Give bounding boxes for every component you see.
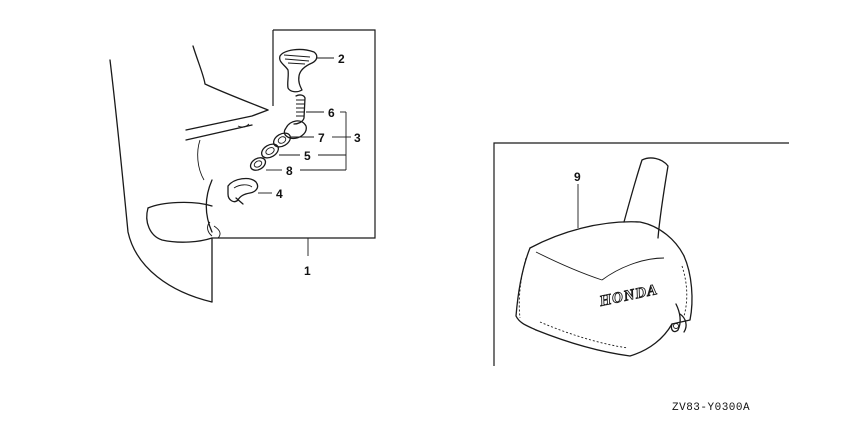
callout-3: 3 [354, 131, 361, 145]
drawing-code: ZV83-Y0300A [672, 402, 750, 414]
cover-brand-logo: HONDA [597, 282, 659, 310]
callout-5: 5 [304, 149, 311, 163]
assembly-1-frame [212, 29, 376, 239]
collar-part [272, 132, 292, 148]
callout-1: 1 [304, 264, 311, 278]
motor-cover-part [515, 157, 693, 357]
o-ring-part [249, 157, 267, 171]
group-3-bracket [300, 111, 351, 171]
callout-9: 9 [574, 170, 581, 184]
grip-handle-part [279, 48, 318, 93]
callout-4: 4 [276, 187, 283, 201]
cover-frame [493, 142, 789, 366]
callout-7: 7 [318, 131, 325, 145]
cable-spring-part [283, 94, 307, 140]
washer-part [260, 143, 280, 159]
callout-8: 8 [286, 164, 293, 178]
callout-2: 2 [338, 52, 345, 66]
clip-part [227, 177, 259, 205]
outboard-lower-unit [109, 45, 269, 303]
callout-6: 6 [328, 106, 335, 120]
